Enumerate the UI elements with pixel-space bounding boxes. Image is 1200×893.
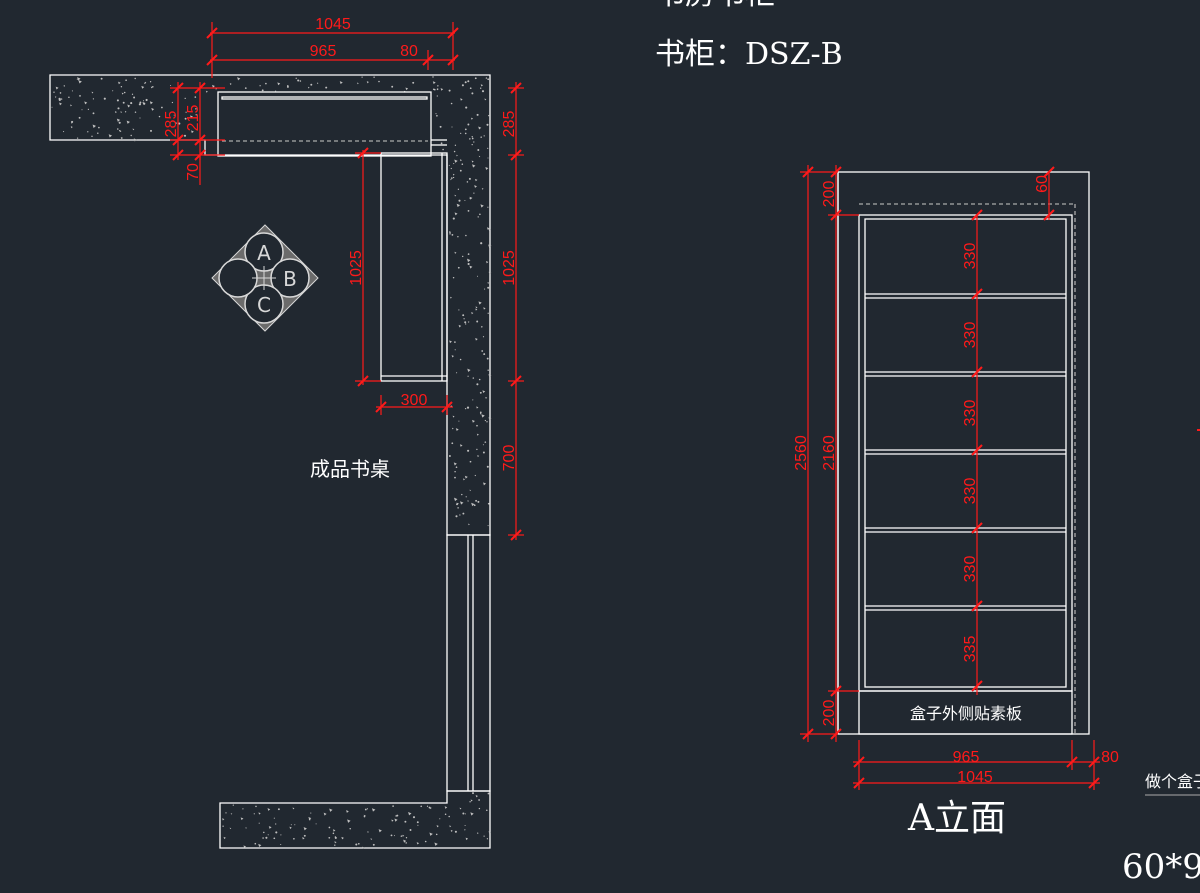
dim-cabinet-965: 965 bbox=[310, 43, 337, 60]
elevation-dimension-lines bbox=[800, 165, 1100, 790]
dim-side-60: 60 bbox=[1034, 175, 1051, 193]
dim-desk-300: 300 bbox=[401, 392, 428, 409]
right-edge: 做个盒子 60*9 bbox=[1122, 429, 1200, 887]
dim-bottom-80: 80 bbox=[1101, 749, 1119, 766]
view-compass: A B C bbox=[211, 224, 319, 332]
plan-view: A B C 成品书桌 bbox=[49, 16, 524, 849]
right-size: 60*9 bbox=[1122, 847, 1200, 887]
dim-right-285: 285 bbox=[501, 111, 518, 138]
dim-desk-1025: 1025 bbox=[348, 250, 365, 286]
dim-shelf-2: 330 bbox=[962, 322, 979, 349]
dim-right-1025: 1025 bbox=[501, 250, 518, 286]
dim-overall-1045: 1045 bbox=[315, 16, 351, 33]
plan-cabinet bbox=[217, 91, 448, 382]
plan-dimension-lines bbox=[170, 22, 524, 540]
right-note: 做个盒子 bbox=[1145, 772, 1200, 791]
desk-label: 成品书桌 bbox=[310, 457, 390, 481]
dim-shelf-1: 330 bbox=[962, 243, 979, 270]
top-title: 书房书柜 bbox=[655, 0, 775, 12]
dim-shelf-3: 330 bbox=[962, 400, 979, 427]
dim-depth-215: 215 bbox=[185, 105, 202, 132]
dim-gap-70: 70 bbox=[185, 163, 202, 181]
dim-side-80: 80 bbox=[400, 43, 418, 60]
dim-total-2560: 2560 bbox=[793, 435, 810, 471]
elevation-ticks bbox=[802, 166, 1100, 789]
dim-shelf-6: 335 bbox=[962, 636, 979, 663]
dim-inner-2160: 2160 bbox=[821, 435, 838, 471]
dim-shelf-4: 330 bbox=[962, 478, 979, 505]
view-title: A立面 bbox=[907, 798, 1006, 839]
plan-dimension-text: 1045 965 80 285 215 70 1025 300 285 1025… bbox=[163, 16, 518, 471]
elevation-view: 盒子外侧贴素板 bbox=[793, 165, 1119, 839]
dim-bottom-965: 965 bbox=[953, 749, 980, 766]
dim-top-200: 200 bbox=[821, 181, 838, 208]
walls bbox=[49, 74, 491, 849]
compass-label-a: A bbox=[257, 241, 271, 265]
elevation-dimension-text: 200 60 2560 2160 200 330 330 330 330 330… bbox=[793, 175, 1119, 786]
compass-label-c: C bbox=[257, 293, 271, 317]
dim-right-700: 700 bbox=[501, 445, 518, 472]
dim-shelf-5: 330 bbox=[962, 556, 979, 583]
cabinet-title: 书柜：DSZ-B bbox=[655, 37, 843, 72]
compass-label-b: B bbox=[283, 267, 297, 291]
elevation-outline bbox=[837, 171, 1090, 735]
box-label: 盒子外侧贴素板 bbox=[910, 704, 1022, 723]
dim-bottom-1045: 1045 bbox=[957, 769, 993, 786]
concrete-hatch bbox=[51, 76, 492, 849]
plan-ticks bbox=[172, 27, 522, 541]
dim-bottom-200: 200 bbox=[821, 700, 838, 727]
dim-depth-285: 285 bbox=[163, 111, 180, 138]
